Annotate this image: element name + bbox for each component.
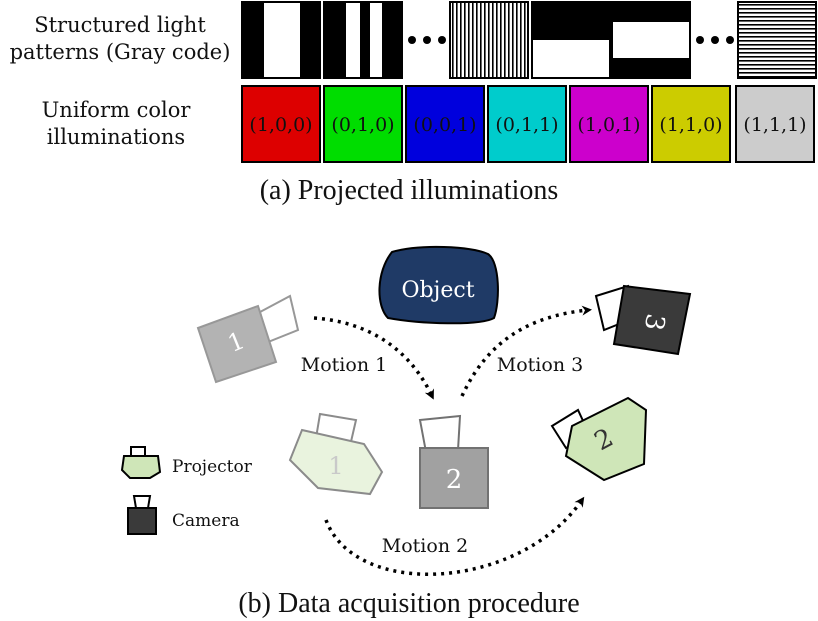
projector-1: 1 xyxy=(288,412,384,496)
row-label-line: illuminations xyxy=(46,125,186,149)
legend-camera-icon xyxy=(127,495,157,535)
projector-2: 2 xyxy=(550,396,648,482)
stripe xyxy=(739,56,815,58)
color-patch-label: (0,1,1) xyxy=(495,114,558,136)
stripe xyxy=(484,3,486,77)
color-patch-label: (1,1,0) xyxy=(659,114,722,136)
stripe xyxy=(496,3,498,77)
pattern-horizontal-2 xyxy=(611,1,691,79)
pattern-horizontal-1 xyxy=(531,1,611,79)
pattern-vertical-fine xyxy=(449,1,529,79)
motion-2-label: Motion 2 xyxy=(382,535,468,557)
motion-3-label: Motion 3 xyxy=(497,354,583,376)
legend-camera-label: Camera xyxy=(172,511,240,531)
pattern-vertical-2 xyxy=(323,1,403,79)
stripe xyxy=(739,72,815,74)
stripe xyxy=(488,3,490,77)
color-patch-3: (0,0,1) xyxy=(405,85,485,163)
color-patch-1: (1,0,0) xyxy=(241,85,321,163)
stripe xyxy=(460,3,462,77)
color-patch-label: (1,1,1) xyxy=(743,114,806,136)
stripe xyxy=(739,68,815,70)
stripe xyxy=(739,64,815,66)
color-patches: (1,0,0) (0,1,0) (0,0,1) (0,1,1) (1,0,1) … xyxy=(241,85,815,163)
camera-1: 1 xyxy=(196,294,300,384)
stripe xyxy=(492,3,494,77)
stripe xyxy=(516,3,518,77)
color-patch-4: (0,1,1) xyxy=(487,85,567,163)
color-patch-5: (1,0,1) xyxy=(569,85,649,163)
object-shape: Object xyxy=(378,245,499,325)
stripe xyxy=(739,12,815,14)
color-patch-7: (1,1,1) xyxy=(735,85,815,163)
camera-number: 3 xyxy=(638,311,670,333)
stripe xyxy=(739,28,815,30)
row-label-line: patterns (Gray code) xyxy=(9,40,231,64)
stripe xyxy=(739,36,815,38)
camera-number: 2 xyxy=(446,465,463,495)
projector-number: 1 xyxy=(328,452,343,480)
color-patch-2: (0,1,0) xyxy=(323,85,403,163)
color-patch-label: (0,0,1) xyxy=(413,114,476,136)
color-patch-label: (0,1,0) xyxy=(331,114,394,136)
camera-2: 2 xyxy=(418,414,489,509)
color-patch-label: (1,0,1) xyxy=(577,114,640,136)
stripe xyxy=(480,3,482,77)
color-patch-6: (1,1,0) xyxy=(651,85,731,163)
stripe xyxy=(739,52,815,54)
stripe xyxy=(739,24,815,26)
legend-projector-icon xyxy=(120,446,162,479)
row-label-structured-light: Structured light patterns (Gray code) xyxy=(0,12,240,66)
pattern-horizontal-fine xyxy=(737,1,817,79)
caption-b: (b) Data acquisition procedure xyxy=(238,588,580,619)
row-label-uniform-color: Uniform color illuminations xyxy=(0,97,232,151)
pattern-vertical-1 xyxy=(241,1,321,79)
acquisition-diagram: Object 1 3 2 1 2 xyxy=(120,245,692,576)
stripe xyxy=(739,48,815,50)
stripe xyxy=(739,40,815,42)
stripe xyxy=(739,32,815,34)
stripe xyxy=(456,3,458,77)
stripe xyxy=(464,3,466,77)
stripe xyxy=(504,3,506,77)
stripe xyxy=(739,60,815,62)
gray-code-patterns xyxy=(241,1,817,79)
camera-3: 3 xyxy=(594,284,692,356)
motion-2-arrow xyxy=(324,496,585,576)
stripe xyxy=(739,76,815,78)
stripe xyxy=(472,3,474,77)
ellipsis-dots xyxy=(408,36,446,44)
stripe xyxy=(476,3,478,77)
motion-3-arrow xyxy=(460,305,592,397)
stripe xyxy=(739,20,815,22)
motion-1-arrow xyxy=(313,316,434,400)
legend: Projector Camera xyxy=(120,446,253,535)
stripe xyxy=(468,3,470,77)
stripe xyxy=(739,4,815,6)
stripe xyxy=(452,3,454,77)
row-label-line: Structured light xyxy=(34,13,206,37)
ellipsis-dots xyxy=(696,36,734,44)
stripe xyxy=(524,3,526,77)
stripe xyxy=(508,3,510,77)
stripe xyxy=(500,3,502,77)
stripe xyxy=(739,44,815,46)
motion-1-label: Motion 1 xyxy=(301,354,387,376)
color-patch-label: (1,0,0) xyxy=(249,114,312,136)
stripe xyxy=(520,3,522,77)
row-label-line: Uniform color xyxy=(41,98,191,122)
object-label: Object xyxy=(401,278,474,303)
legend-projector-label: Projector xyxy=(172,457,253,477)
stripe xyxy=(512,3,514,77)
stripe xyxy=(739,16,815,18)
stripe xyxy=(739,8,815,10)
caption-a: (a) Projected illuminations xyxy=(259,175,559,206)
